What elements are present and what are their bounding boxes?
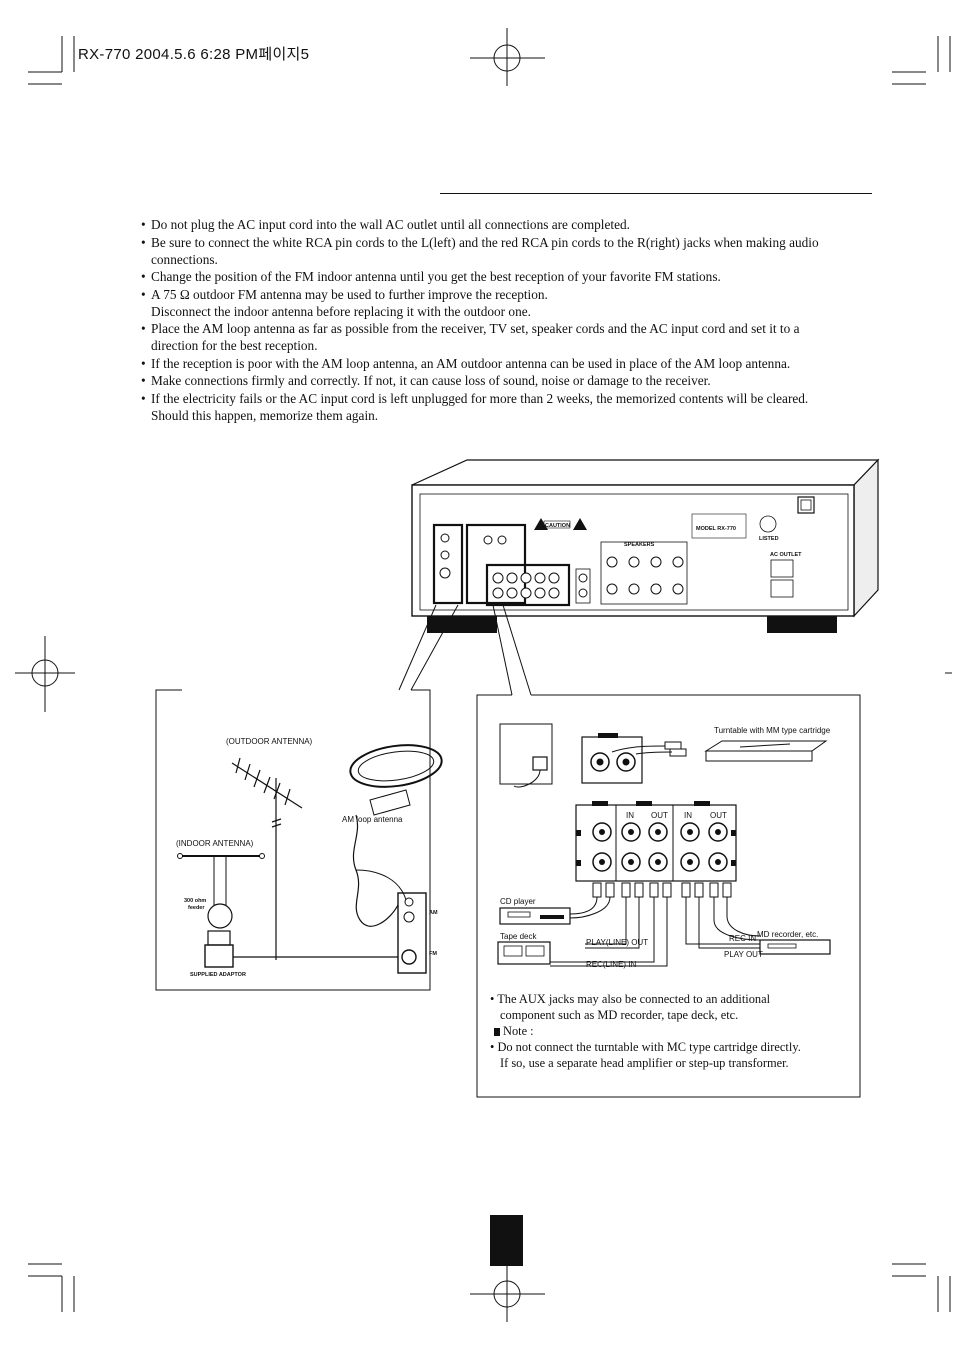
play-line-out-label: PLAY(LINE) OUT (586, 938, 648, 947)
cd-player-label: CD player (500, 897, 536, 906)
am-jack-label: AM (429, 910, 438, 916)
md-recorder-label: MD recorder, etc. (757, 930, 818, 939)
note-item: Change the position of the FM indoor ant… (140, 268, 872, 285)
tape-in-label: IN (684, 811, 692, 820)
play-out-label: PLAY OUT (724, 950, 763, 959)
rec-line-in-label: REC(LINE) IN (586, 960, 636, 969)
note-item: Do not plug the AC input cord into the w… (140, 216, 872, 233)
note-item: Be sure to connect the white RCA pin cor… (140, 234, 872, 268)
am-loop-antenna-label: AM loop antenna (342, 815, 403, 824)
tape-deck-label: Tape deck (500, 932, 537, 941)
note-item: If the electricity fails or the AC input… (140, 390, 872, 424)
aux-note: component such as MD recorder, tape deck… (500, 1008, 739, 1022)
model-label: MODEL RX-770 (696, 526, 736, 532)
cd-in-label: IN (626, 811, 634, 820)
feeder-label: 300 ohm (184, 898, 206, 904)
mc-note: • Do not connect the turntable with MC t… (490, 1040, 801, 1054)
note-item: A 75 Ω outdoor FM antenna may be used to… (140, 286, 872, 320)
note-title: Note : (490, 1023, 850, 1039)
indoor-antenna-label: (INDOOR ANTENNA) (176, 839, 254, 848)
callout-lines (398, 604, 532, 696)
header-rule (440, 193, 872, 194)
note-item: Place the AM loop antenna as far as poss… (140, 320, 872, 354)
connection-notes: Do not plug the AC input cord into the w… (140, 216, 872, 424)
aux-note: • The AUX jacks may also be connected to… (490, 992, 771, 1006)
caution-label: CAUTION (545, 523, 570, 529)
fm-jack-label: FM (429, 951, 437, 957)
speakers-label: SPEAKERS (624, 542, 655, 548)
page-number-tab (490, 1215, 523, 1266)
supplied-adaptor-label: SUPPLIED ADAPTOR (190, 972, 246, 978)
print-header: RX-770 2004.5.6 6:28 PM페이지5 (78, 46, 310, 63)
mc-note: If so, use a separate head amplifier or … (500, 1056, 789, 1070)
feeder-label: feeder (188, 905, 205, 911)
note-item: If the reception is poor with the AM loo… (140, 355, 872, 372)
tape-out-label: OUT (710, 811, 727, 820)
note-square-icon (494, 1028, 500, 1036)
rec-in-label: REC IN (729, 934, 756, 943)
listed-label: LISTED (759, 536, 779, 542)
antenna-box (155, 689, 443, 991)
audio-footnotes: • The AUX jacks may also be connected to… (490, 991, 850, 1071)
cd-out-label: OUT (651, 811, 668, 820)
audio-box (476, 694, 861, 1098)
receiver-rear-panel (411, 458, 880, 633)
ac-outlet-label: AC OUTLET (770, 552, 802, 558)
turntable-label: Turntable with MM type cartridge (714, 726, 831, 735)
outdoor-antenna-label: (OUTDOOR ANTENNA) (226, 737, 313, 746)
note-item: Make connections firmly and correctly. I… (140, 372, 872, 389)
